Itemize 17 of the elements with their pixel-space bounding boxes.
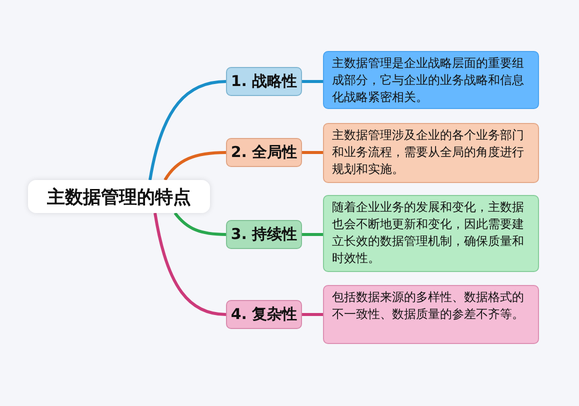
central-topic-box: 主数据管理的特点 [28, 180, 210, 213]
topic-box: 3. 持续性 [226, 220, 302, 249]
description-box: 主数据管理是企业战略层面的重要组成部分，它与企业的业务战略和信息化战略紧密相关。 [323, 51, 539, 109]
branch-line [164, 151, 226, 181]
description-box: 主数据管理涉及企业的各个业务部门和业务流程，需要从全局的角度进行规划和实施。 [323, 123, 539, 183]
description-box: 包括数据来源的多样性、数据格式的不一致性、数据质量的参差不齐等。 [323, 285, 539, 344]
branch-line [174, 212, 226, 236]
description-box: 随着企业业务的发展和变化，主数据也会不断地更新和变化，因此需要建立长效的数据管理机制，确保质量和时效性。 [323, 195, 539, 272]
branch-line [302, 80, 323, 83]
branch-line [154, 212, 226, 316]
topic-box: 4. 复杂性 [226, 300, 302, 329]
branch-line [302, 233, 323, 236]
branch-line [148, 80, 226, 180]
topic-box: 2. 全局性 [226, 138, 302, 167]
branch-line [302, 313, 323, 316]
branch-line [302, 151, 323, 154]
topic-box: 1. 战略性 [226, 67, 302, 96]
